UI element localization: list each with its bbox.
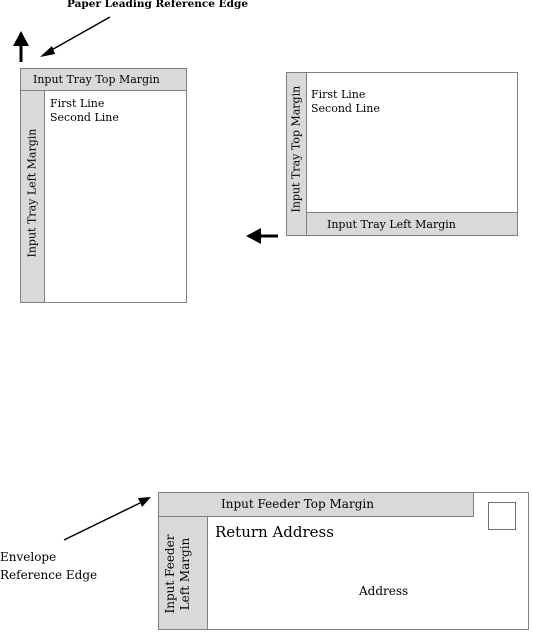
landscape-second-line: Second Line [311, 102, 380, 115]
envelope-pointer-head [138, 497, 151, 507]
envelope-address: Address [359, 584, 408, 598]
left-arrow-head [246, 228, 261, 244]
envelope-return-address: Return Address [215, 523, 334, 541]
envelope-top-margin-label: Input Feeder Top Margin [221, 498, 374, 510]
envelope-reference-caption-line1: Envelope [0, 550, 56, 564]
landscape-first-line: First Line [311, 88, 365, 101]
landscape-top-margin-label: Input Tray Top Margin [291, 93, 302, 213]
paper-leading-reference-edge-caption: Paper Leading Reference Edge [67, 0, 248, 10]
landscape-left-margin-label: Input Tray Left Margin [327, 219, 456, 230]
stamp-square [488, 502, 516, 530]
portrait-first-line: First Line [50, 97, 104, 110]
envelope-pointer-line [64, 503, 140, 540]
portrait-second-line: Second Line [50, 111, 119, 124]
up-arrow-head [13, 31, 29, 46]
caption-pointer-head [40, 46, 55, 57]
envelope-left-margin-label-line1: Input Feeder [164, 529, 176, 619]
envelope-reference-caption-line2: Reference Edge [0, 568, 97, 582]
portrait-top-margin-label: Input Tray Top Margin [33, 74, 160, 85]
caption-pointer-line [48, 17, 110, 52]
envelope-left-margin-label-line2: Left Margin [179, 529, 191, 619]
portrait-left-margin-label: Input Tray Left Margin [27, 138, 38, 258]
